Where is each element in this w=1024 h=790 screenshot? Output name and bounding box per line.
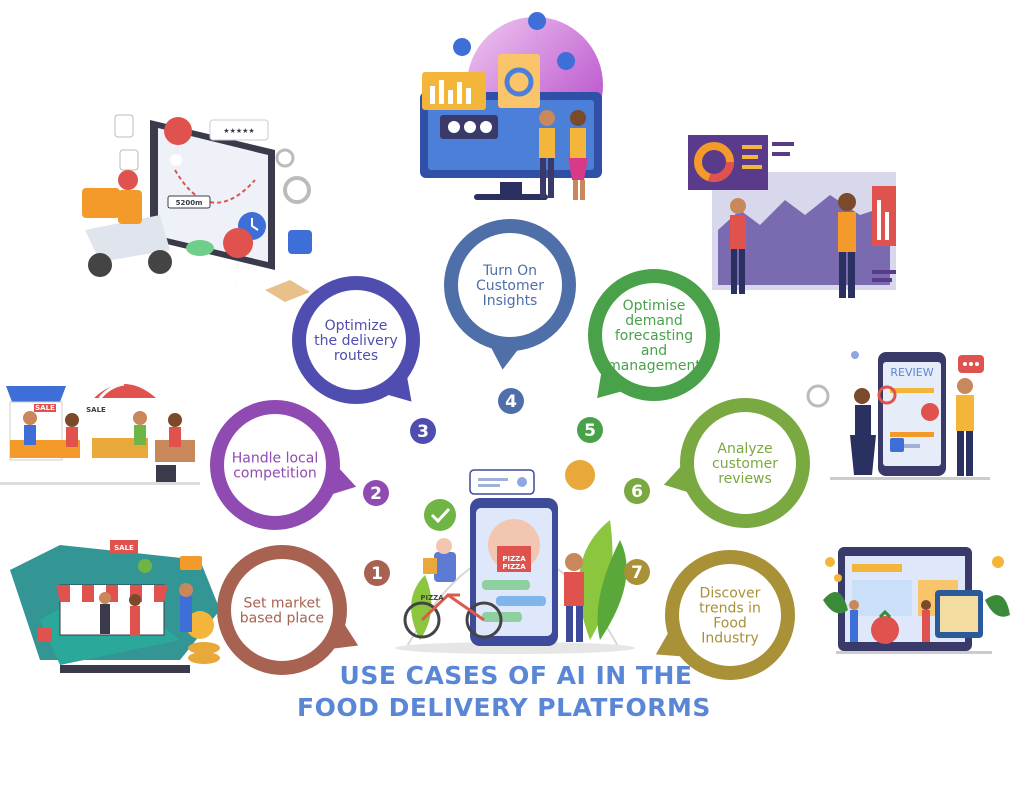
number-badge — [577, 417, 603, 443]
food-trends-illustration — [823, 547, 1010, 654]
number-badge-label: 7 — [631, 563, 643, 583]
use-case-ring — [217, 545, 347, 675]
map-pin-icon-2 — [528, 12, 547, 47]
delivery-route-illustration: 5200m ★★★★★ — [82, 114, 312, 302]
use-case-label-line: Optimize — [325, 318, 388, 334]
infographic-title-line-1: USE CASES OF AI IN THE — [340, 661, 693, 690]
number-badge — [363, 480, 389, 506]
sale-label-2: SALE — [86, 406, 106, 414]
number-badge — [624, 478, 650, 504]
use-case-label-line: routes — [334, 348, 378, 364]
route-pin-icon — [164, 117, 193, 185]
shopping-basket-icon — [180, 556, 202, 570]
gear-icon — [283, 176, 311, 204]
heart-icon — [921, 403, 939, 421]
thumbs-up-icon — [288, 230, 312, 254]
number-badge — [364, 560, 390, 586]
use-case-ring — [292, 276, 420, 404]
number-badge-label: 5 — [584, 421, 596, 441]
use-case-label-line: trends in — [699, 601, 761, 617]
use-case-label-line: competition — [233, 466, 317, 482]
use-case-label-line: Handle local — [232, 451, 318, 467]
use-case-ring — [665, 550, 795, 680]
percent-icon — [138, 559, 152, 573]
sale-label-1: SALE — [35, 404, 55, 412]
demand-forecast-illustration — [688, 135, 896, 298]
pizza-label-3: PIZZA — [420, 594, 444, 602]
number-badge-label: 2 — [370, 484, 382, 504]
use-case-label-line: forecasting — [615, 328, 693, 344]
destination-pin-icon — [223, 228, 254, 298]
rating-stars: ★★★★★ — [223, 127, 254, 135]
local-competition-illustration: SALE SALE — [0, 382, 200, 485]
magnifier-icon — [877, 385, 897, 405]
number-badge-label: 4 — [505, 392, 517, 412]
use-case-label-line: Insights — [483, 293, 538, 309]
center-delivery-illustration: PIZZA PIZZA PIZZA — [395, 460, 635, 654]
use-case-label-line: Industry — [701, 631, 759, 647]
gift-icon — [38, 628, 52, 642]
use-case-ring — [588, 269, 720, 401]
use-case-label-line: management — [607, 358, 701, 374]
number-badge — [498, 388, 524, 414]
use-case-label-line: customer — [712, 456, 778, 472]
use-case-ring — [444, 219, 576, 351]
number-badge-label: 3 — [417, 422, 429, 442]
use-case-label-line: Turn On — [482, 263, 537, 279]
settings-gear-icon — [806, 384, 830, 408]
market-place-illustration: SALE — [10, 540, 220, 673]
pizza-label-1: PIZZA — [502, 555, 526, 563]
use-case-label-line: the delivery — [314, 333, 398, 349]
use-case-label-line: Food — [713, 616, 747, 632]
distance-label: 5200m — [176, 199, 203, 207]
use-case-label-line: reviews — [718, 471, 772, 487]
sale-label-3: SALE — [114, 544, 134, 552]
gear-icon-small — [275, 148, 295, 168]
use-case-label-line: and — [641, 343, 667, 359]
customer-insights-illustration — [420, 12, 603, 200]
like-icon — [890, 438, 904, 452]
location-pin-icon — [565, 460, 596, 520]
use-case-label-line: Analyze — [717, 441, 772, 457]
pizza-label-2: PIZZA — [502, 563, 526, 571]
use-case-label-line: Optimise — [623, 298, 686, 314]
use-case-label-line: Set market — [243, 596, 321, 612]
use-case-label-line: Customer — [476, 278, 544, 294]
number-badge-label: 6 — [631, 482, 643, 502]
use-case-label-line: Discover — [700, 586, 761, 602]
number-badge-label: 1 — [371, 564, 383, 584]
tomato-icon — [871, 616, 899, 644]
check-icon — [424, 499, 456, 531]
use-case-ring — [210, 400, 340, 530]
number-badge — [624, 559, 650, 585]
number-badge — [410, 418, 436, 444]
use-case-ring — [680, 398, 810, 528]
map-pin-icon — [453, 38, 472, 72]
infographic-title-line-2: FOOD DELIVERY PLATFORMS — [297, 693, 711, 722]
use-case-label-line: based place — [240, 611, 324, 627]
use-case-label-line: demand — [625, 313, 682, 329]
map-pin-icon-3 — [557, 52, 576, 86]
review-illustration: REVIEW — [806, 351, 990, 480]
review-label: REVIEW — [890, 366, 933, 379]
coin-icon — [186, 611, 214, 639]
